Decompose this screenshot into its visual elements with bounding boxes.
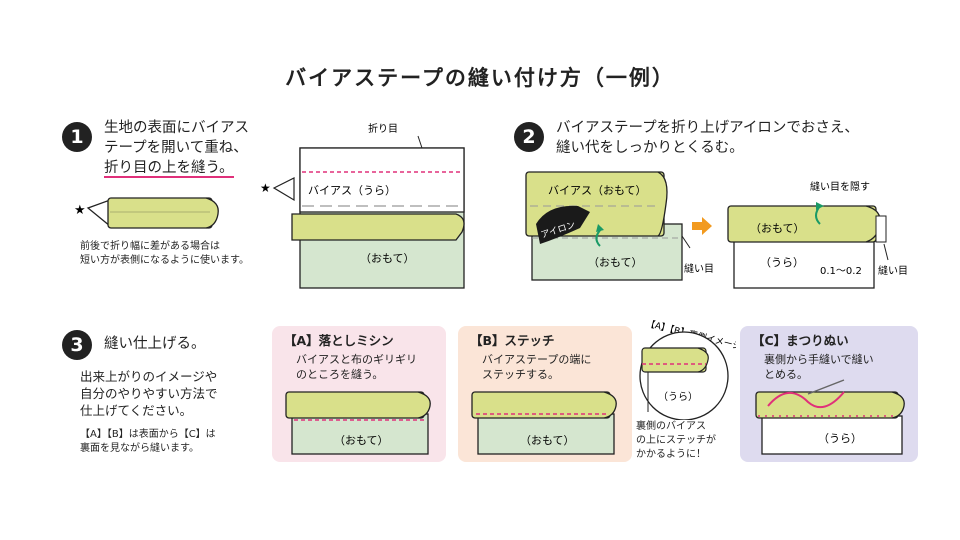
- measure-label: 0.1〜0.2: [820, 266, 862, 277]
- method-a-fabric-label: （おもて）: [334, 434, 389, 447]
- step-2-line-1: バイアステープを折り上げアイロンでおさえ、: [556, 120, 859, 136]
- method-c-back-label: （うら）: [818, 432, 862, 445]
- step-1-text: 生地の表面にバイアス テープを開いて重ね、 折り目の上を縫う。: [104, 118, 249, 178]
- method-c-panel: 【C】まつりぬい 裏側から手縫いで縫い とめる。 （うら）: [740, 326, 918, 462]
- step-1-line-2: テープを開いて重ね、: [104, 140, 248, 156]
- seam-label: 縫い目: [684, 262, 714, 275]
- method-c-line-2: とめる。: [764, 368, 808, 381]
- seam-label-2: 縫い目: [878, 264, 908, 277]
- page-title: バイアステープの縫い付け方（一例）: [285, 66, 675, 90]
- tape-front-label-2: （おもて）: [750, 222, 805, 235]
- back-view-note-2: の上にステッチが: [636, 435, 716, 446]
- back-view-note-3: かかるように！: [636, 449, 706, 460]
- back-view-label: （うら）: [658, 391, 698, 403]
- step-2-ironing-diagram: バイアス（おもて） アイロン （おもて） 縫い目: [525, 171, 714, 281]
- method-b-line-2: ステッチする。: [482, 368, 559, 381]
- method-a-diagram: （おもて）: [285, 391, 431, 455]
- step-3-note-2: 裏面を見ながら縫います。: [80, 443, 199, 454]
- method-b-fabric-label: （おもて）: [520, 434, 575, 447]
- method-a-title: 【A】落としミシン: [284, 333, 394, 348]
- back-view-note-1: 裏側のバイアス: [636, 421, 706, 432]
- method-b-desc: バイアステープの端に ステッチする。: [482, 352, 591, 382]
- fabric-front-label: （おもて）: [360, 252, 415, 265]
- star-mark-2: ★: [260, 181, 271, 195]
- tape-front-label: バイアス（おもて）: [548, 184, 647, 197]
- method-b-panel: 【B】ステッチ バイアステープの端に ステッチする。 （おもて）: [458, 326, 632, 462]
- step-1-badge: 1: [62, 122, 92, 152]
- step-3-heading: 縫い仕上げる。: [104, 336, 206, 352]
- method-a-line-1: バイアスと布のギリギリ: [296, 353, 417, 366]
- star-mark: ★: [74, 203, 86, 218]
- step-2-line-2: 縫い代をしっかりとくるむ。: [556, 140, 744, 156]
- step-3-note-1: 【A】【B】は表面から【C】は: [80, 429, 216, 440]
- next-step-arrow-icon: [692, 217, 712, 235]
- method-b-diagram: （おもて）: [471, 391, 617, 455]
- method-b-title: 【B】ステッチ: [470, 333, 555, 348]
- step-3-badge: 3: [62, 330, 92, 360]
- method-b-line-1: バイアステープの端に: [482, 353, 592, 366]
- step-3-body: 出来上がりのイメージや 自分のやりやすい方法で 仕上げてください。: [80, 368, 218, 419]
- step-2-text: バイアステープを折り上げアイロンでおさえ、 縫い代をしっかりとくるむ。: [556, 118, 859, 158]
- step-2-badge: 2: [514, 122, 544, 152]
- fabric-front-label-2: （おもて）: [588, 256, 643, 269]
- back-view-note: 裏側のバイアス の上にステッチが かかるように！: [636, 420, 716, 462]
- step-1-diagram: 折り目 バイアス（うら） ★ （おもて）: [260, 122, 465, 289]
- tape-reverse-label: バイアス（うら）: [308, 184, 396, 197]
- method-c-desc: 裏側から手縫いで縫い とめる。: [764, 352, 874, 382]
- method-a-line-2: のところを縫う。: [296, 368, 384, 381]
- back-view-diagram: 【A】【B】裏側イメージ （うら）: [639, 320, 736, 420]
- step-1-note: 前後で折り幅に差がある場合は 短い方が表側になるように使います。: [80, 240, 249, 268]
- step-3-body-3: 仕上げてください。: [80, 403, 193, 418]
- step-1-line-3: 折り目の上を縫う。: [104, 160, 234, 178]
- method-c-title: 【C】まつりぬい: [752, 333, 849, 348]
- step-3-body-1: 出来上がりのイメージや: [80, 369, 218, 384]
- step-1-note-1: 前後で折り幅に差がある場合は: [80, 241, 220, 252]
- method-c-diagram: （うら）: [755, 379, 905, 455]
- fold-line-label: 折り目: [368, 122, 398, 135]
- method-a-panel: 【A】落としミシン バイアスと布のギリギリ のところを縫う。 （おもて）: [272, 326, 446, 462]
- hide-seam-label: 縫い目を隠す: [810, 180, 870, 193]
- method-a-desc: バイアスと布のギリギリ のところを縫う。: [296, 352, 417, 382]
- step-3-note: 【A】【B】は表面から【C】は 裏面を見ながら縫います。: [80, 428, 216, 456]
- tape-roll-illustration: ★: [74, 197, 219, 229]
- back-label: （うら）: [760, 256, 804, 269]
- step-3-body-2: 自分のやりやすい方法で: [80, 386, 218, 401]
- step-2-wrapped-diagram: 縫い目を隠す （おもて） （うら） 0.1〜0.2 縫い目: [727, 180, 908, 289]
- step-1-line-1: 生地の表面にバイアス: [104, 120, 249, 136]
- method-c-line-1: 裏側から手縫いで縫い: [764, 353, 874, 366]
- step-1-note-2: 短い方が表側になるように使います。: [80, 255, 249, 266]
